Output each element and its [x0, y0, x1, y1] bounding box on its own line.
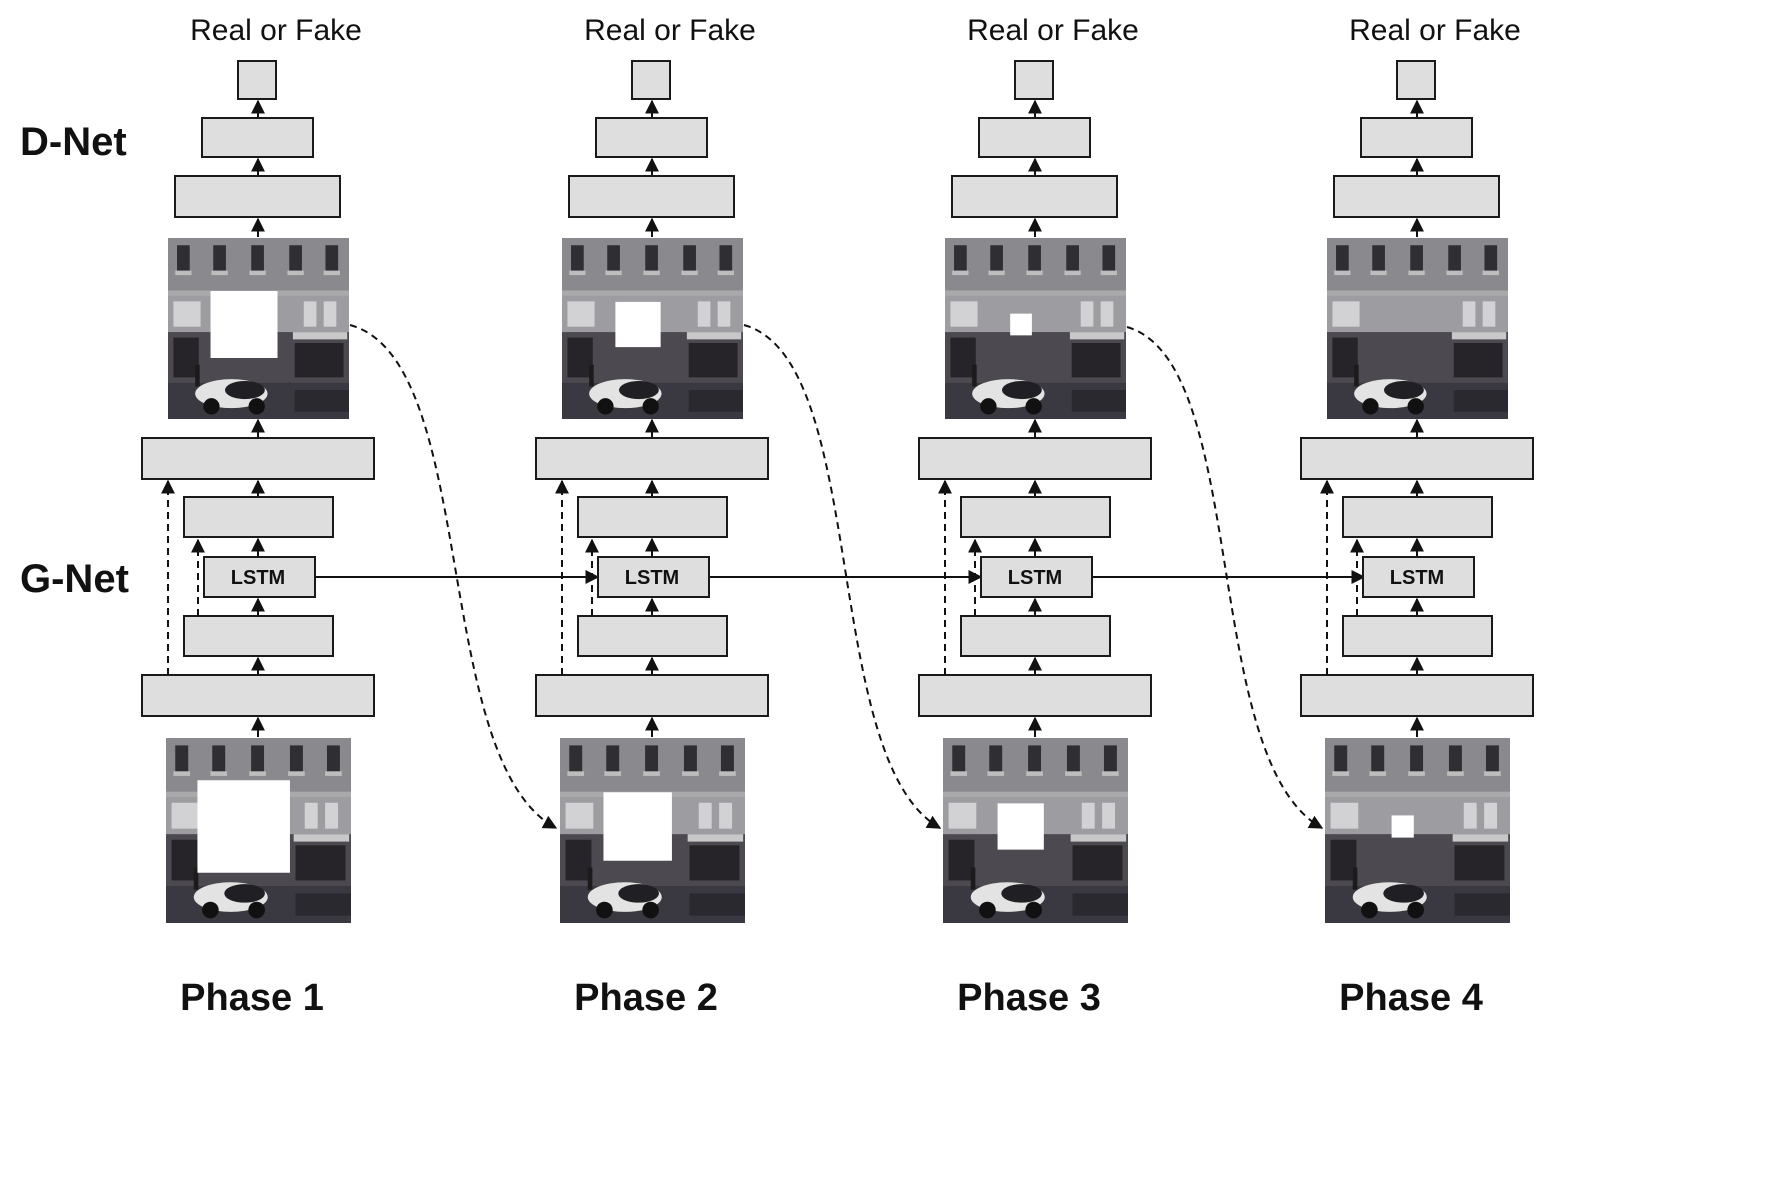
mask-hole — [1010, 313, 1032, 336]
phase-label: Phase 4 — [1339, 977, 1483, 1019]
d-net-layer-2 — [1360, 117, 1473, 158]
g-net-encoder-layer-1 — [960, 615, 1111, 657]
mask-hole — [1391, 815, 1414, 838]
generated-image — [168, 238, 349, 419]
lstm-label: LSTM — [1008, 567, 1062, 589]
g-net-encoder-layer-2 — [535, 674, 769, 717]
g-net-encoder-layer-2 — [1300, 674, 1534, 717]
d-net-layer-2 — [201, 117, 314, 158]
d-net-label: D-Net — [20, 120, 127, 164]
d-net-output-node — [1396, 60, 1436, 100]
g-net-encoder-layer-1 — [1342, 615, 1493, 657]
phase-label: Phase 2 — [574, 977, 718, 1019]
real-or-fake-label: Real or Fake — [1349, 14, 1521, 47]
lstm-label: LSTM — [1390, 567, 1444, 589]
feedback-curve-3-4 — [1126, 326, 1324, 829]
g-net-decoder-layer-1 — [1342, 496, 1493, 538]
lstm-node — [980, 556, 1093, 598]
g-net-encoder-layer-1 — [577, 615, 728, 657]
input-image — [166, 738, 351, 923]
d-net-output-node — [237, 60, 277, 100]
g-net-label: G-Net — [20, 557, 129, 601]
lstm-label: LSTM — [231, 567, 285, 589]
d-net-output-node — [631, 60, 671, 100]
g-net-encoder-layer-2 — [141, 674, 375, 717]
g-net-decoder-layer-2 — [918, 437, 1152, 480]
lstm-node — [203, 556, 316, 598]
phase-label: Phase 1 — [180, 977, 324, 1019]
g-net-decoder-layer-2 — [141, 437, 375, 480]
feedback-curve-1-2 — [349, 324, 558, 829]
feedback-curve-2-3 — [743, 324, 942, 829]
input-image — [560, 738, 745, 923]
g-net-encoder-layer-2 — [918, 674, 1152, 717]
d-net-layer-1 — [951, 175, 1118, 218]
lstm-node — [1362, 556, 1475, 598]
d-net-layer-1 — [174, 175, 341, 218]
g-net-decoder-layer-2 — [535, 437, 769, 480]
mask-hole — [603, 792, 672, 861]
generated-image — [945, 238, 1126, 419]
g-net-decoder-layer-1 — [183, 496, 334, 538]
g-net-encoder-layer-1 — [183, 615, 334, 657]
real-or-fake-label: Real or Fake — [967, 14, 1139, 47]
g-net-decoder-layer-2 — [1300, 437, 1534, 480]
mask-hole — [615, 301, 661, 348]
lstm-label: LSTM — [625, 567, 679, 589]
g-net-decoder-layer-1 — [960, 496, 1111, 538]
d-net-layer-1 — [568, 175, 735, 218]
d-net-layer-2 — [978, 117, 1091, 158]
input-image — [1325, 738, 1510, 923]
g-net-decoder-layer-1 — [577, 496, 728, 538]
d-net-layer-2 — [595, 117, 708, 158]
d-net-layer-1 — [1333, 175, 1500, 218]
lstm-node — [597, 556, 710, 598]
phase-label: Phase 3 — [957, 977, 1101, 1019]
feedback-curves — [349, 324, 1324, 829]
real-or-fake-label: Real or Fake — [190, 14, 362, 47]
mask-hole — [997, 803, 1044, 850]
mask-hole — [210, 291, 278, 358]
mask-hole — [197, 780, 290, 873]
input-image — [943, 738, 1128, 923]
generated-image — [562, 238, 743, 419]
generated-image — [1327, 238, 1508, 419]
d-net-output-node — [1014, 60, 1054, 100]
real-or-fake-label: Real or Fake — [584, 14, 756, 47]
